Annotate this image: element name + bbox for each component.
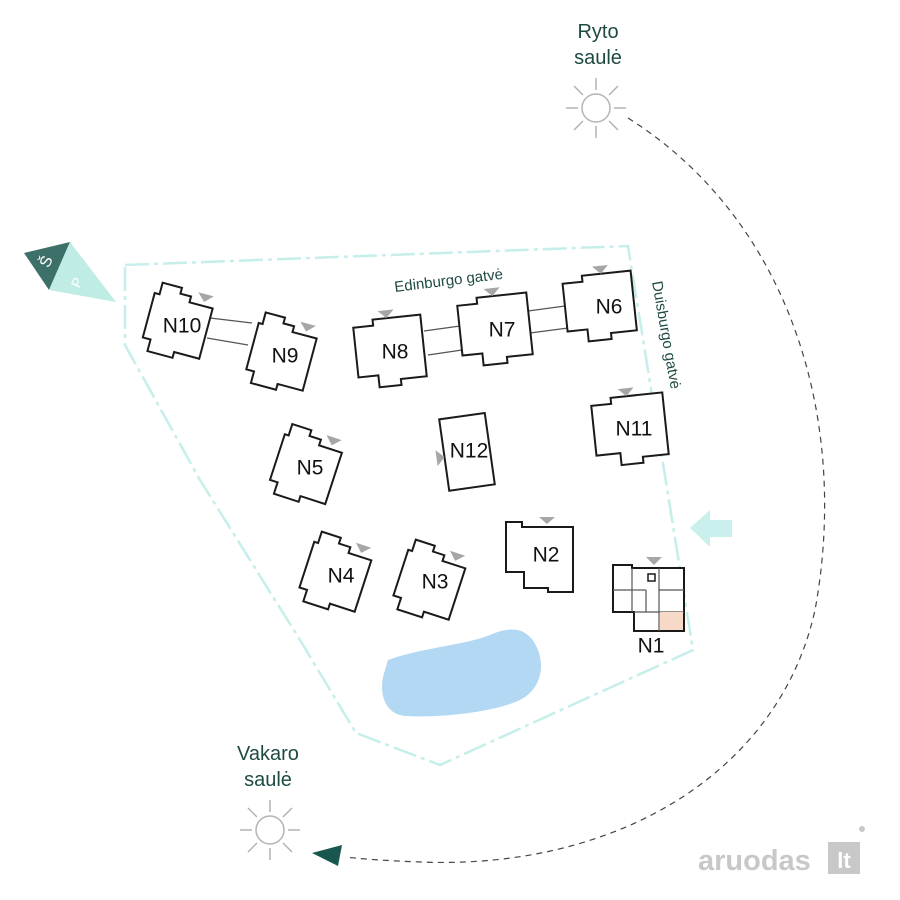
building-label-n7: N7 [489, 319, 516, 342]
entrance-marker-icon [539, 517, 555, 524]
watermark-domain: lt [837, 848, 851, 873]
entrance-marker-icon [300, 321, 316, 332]
building-n6[interactable] [561, 263, 638, 344]
n1-highlighted-unit[interactable] [660, 612, 683, 630]
building-n5[interactable] [266, 422, 345, 510]
building-n2[interactable] [505, 517, 574, 593]
sun-path-arrow [312, 845, 342, 866]
building-label-n6: N6 [596, 296, 623, 319]
compass-icon: Š P [24, 242, 116, 302]
evening-sun-icon [240, 800, 300, 860]
building-n9[interactable] [243, 311, 320, 396]
building-label-n9: N9 [272, 345, 299, 368]
site-boundary [123, 244, 695, 767]
sun-path-arc [344, 117, 826, 864]
entrance-marker-icon [326, 435, 342, 446]
building-label-n3: N3 [422, 571, 449, 594]
entrance-marker-icon [435, 450, 445, 467]
building-label-n12: N12 [450, 440, 489, 463]
building-n11[interactable] [590, 384, 670, 467]
watermark-dot-icon [859, 826, 865, 832]
entrance-arrow-icon [690, 510, 732, 547]
building-n4[interactable] [296, 530, 375, 617]
evening-sun-label-line2: saulė [244, 769, 292, 791]
entrance-marker-icon [450, 550, 466, 561]
building-n3[interactable] [390, 538, 469, 625]
morning-sun-icon [566, 78, 626, 138]
building-connectors [206, 305, 569, 356]
compass-south-half [49, 242, 116, 302]
compass-north-half [24, 242, 70, 290]
building-label-n5: N5 [297, 457, 324, 480]
building-label-n1: N1 [638, 635, 665, 658]
watermark-text: aruodas [698, 845, 811, 877]
entrance-marker-icon [591, 264, 608, 274]
pond [382, 629, 541, 717]
entrance-marker-icon [377, 309, 394, 319]
entrance-marker-icon [483, 287, 500, 297]
building-label-n2: N2 [533, 544, 560, 567]
building-label-n4: N4 [328, 565, 355, 588]
n1-stairwell [647, 573, 656, 582]
building-label-n11: N11 [616, 418, 653, 441]
building-n10[interactable] [140, 281, 216, 364]
building-n7[interactable] [456, 285, 534, 368]
morning-sun-label-line1: Ryto [577, 21, 618, 43]
building-label-n10: N10 [163, 315, 202, 338]
building-n8[interactable] [352, 307, 428, 390]
building-label-n8: N8 [382, 341, 409, 364]
entrance-marker-icon [356, 542, 372, 553]
entrance-marker-icon [646, 557, 662, 565]
watermark-logo: aruodas lt [698, 826, 865, 877]
building-n1[interactable] [612, 557, 685, 632]
morning-sun-label-line2: saulė [574, 47, 622, 69]
watermark-house-icon [828, 842, 860, 874]
building-n12[interactable] [431, 411, 496, 492]
entrance-marker-icon [617, 387, 634, 397]
evening-sun-label-line1: Vakaro [237, 743, 299, 765]
entrance-marker-icon [198, 292, 214, 303]
street-label-duisburgo: Duisburgo gatvė [648, 280, 684, 391]
